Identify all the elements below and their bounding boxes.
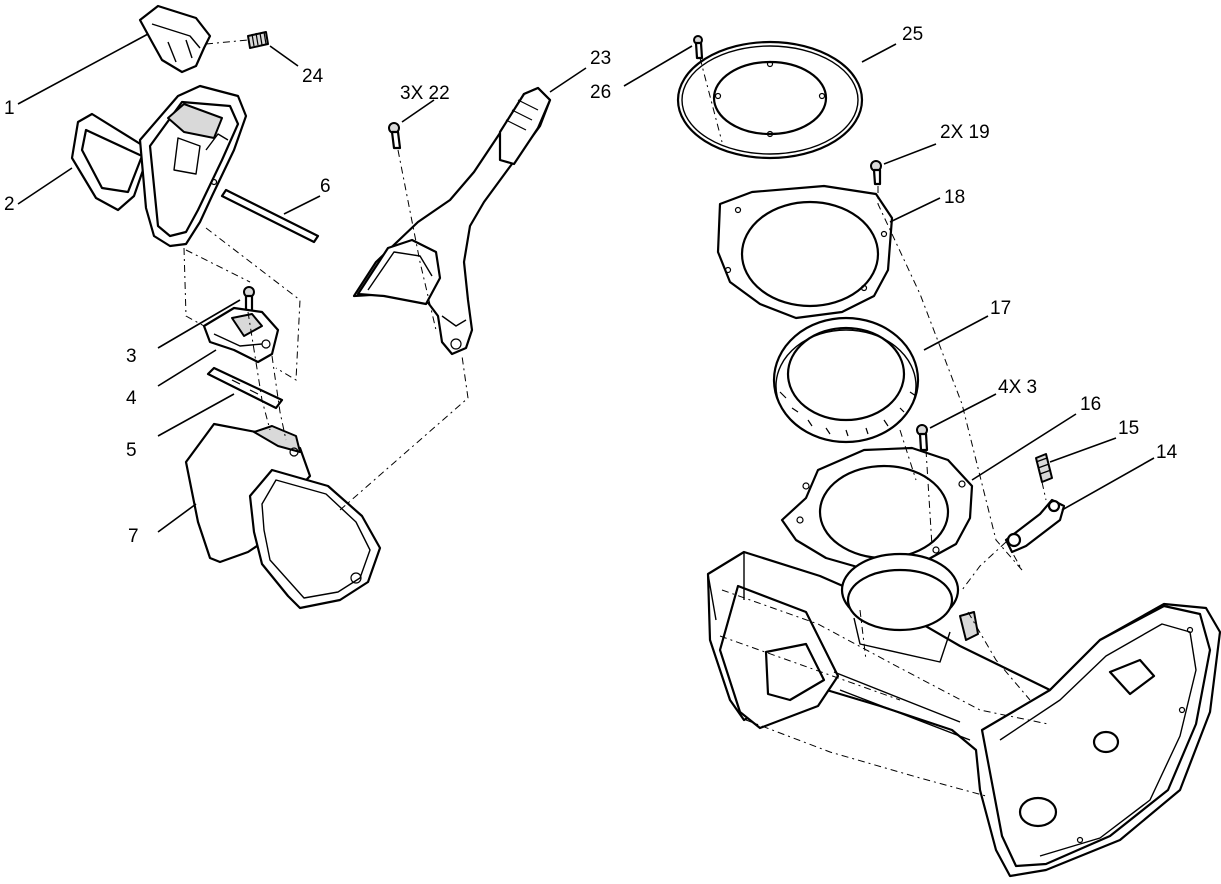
part-6-rod	[220, 188, 320, 244]
callout-16: 16	[1080, 394, 1101, 415]
callout-14: 14	[1156, 442, 1178, 463]
callout-24: 24	[302, 66, 324, 87]
callout-19: 2X 19	[940, 122, 990, 143]
part-23-handle	[352, 86, 552, 356]
callout-labels: 1 2 3 4 5 6 7 3X 22 23 24 25 26 2X 19 18…	[4, 24, 1178, 547]
upper-deflector-housing	[138, 84, 248, 248]
callout-7: 7	[128, 526, 139, 547]
part-25-flange-ring	[676, 40, 864, 160]
part-1-deflector-knob	[138, 4, 212, 74]
callout-4x3: 4X 3	[998, 377, 1037, 398]
part-4-pivot-bracket	[202, 306, 280, 364]
callout-22: 3X 22	[400, 83, 450, 104]
leader-lines	[17, 33, 1155, 533]
part-22-screw	[388, 122, 402, 150]
callout-2: 2	[4, 194, 15, 215]
callout-18: 18	[944, 187, 965, 208]
callout-23: 23	[590, 48, 611, 69]
callout-1: 1	[4, 98, 15, 119]
callout-4: 4	[126, 388, 137, 409]
callout-25: 25	[902, 24, 923, 45]
auger-housing	[706, 550, 1221, 878]
callout-5: 5	[126, 440, 137, 461]
part-5-plate	[206, 366, 284, 410]
callout-15: 15	[1118, 418, 1139, 439]
part-17-gear-ring	[772, 316, 920, 444]
part-15-spring	[1035, 453, 1053, 483]
callout-6: 6	[320, 176, 331, 197]
callout-3: 3	[126, 346, 137, 367]
part-16-chute-base	[780, 446, 974, 572]
part-24-spring	[247, 31, 269, 49]
part-18-retainer-plate	[716, 184, 894, 320]
assembly-lines-right	[699, 57, 1049, 797]
part-3-bolt-right	[916, 424, 929, 452]
part-19-screw	[870, 160, 882, 186]
part-26-screw	[693, 35, 704, 60]
part-3-bolt	[243, 286, 255, 314]
part-14-lever	[1004, 498, 1066, 554]
callout-17: 17	[990, 298, 1011, 319]
part-2-deflector-bracket	[70, 112, 152, 212]
part-7-lower-deflector	[184, 422, 382, 610]
callout-26: 26	[590, 82, 611, 103]
assembly-lines-left	[183, 149, 469, 511]
